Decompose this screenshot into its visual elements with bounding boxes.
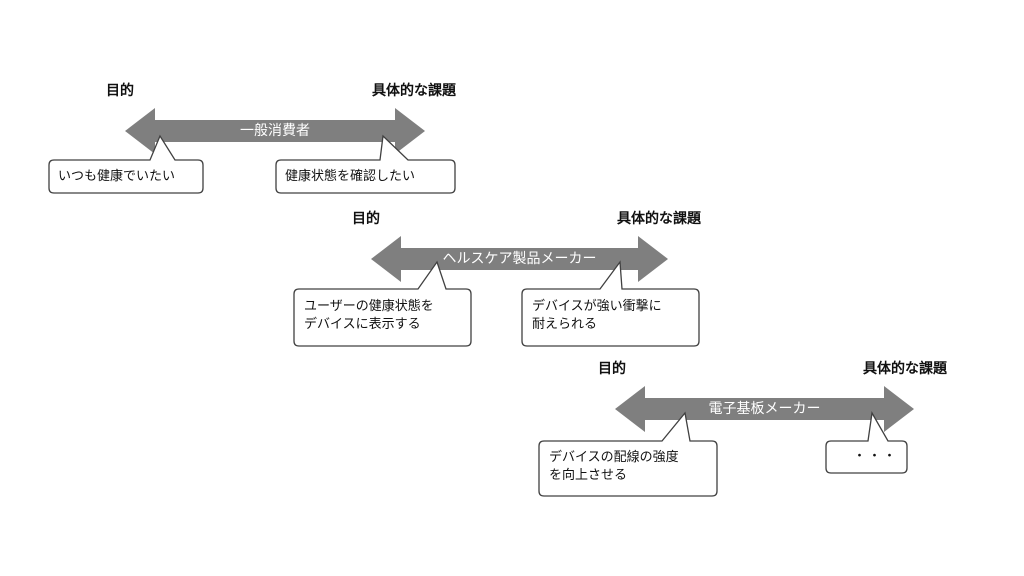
text-line: 耐えられる <box>532 317 598 332</box>
text-line: デバイスが強い衝撃に <box>532 299 662 314</box>
callout-purpose-text: ユーザーの健康状態を デバイスに表示する <box>304 298 434 334</box>
text-line: を向上させる <box>549 468 628 483</box>
text-line: デバイスの配線の強度 <box>549 450 679 465</box>
callout-purpose-text: いつも健康でいたい <box>58 169 176 184</box>
text-line: ユーザーの健康状態を <box>304 299 434 314</box>
purpose-label: 目的 <box>598 361 626 377</box>
callout-issue-text: ・・・ <box>853 449 899 464</box>
callout-issue-text: 健康状態を確認したい <box>285 169 416 184</box>
text-line: デバイスに表示する <box>304 317 421 332</box>
arrow-title: 一般消費者 <box>240 123 310 139</box>
purpose-label: 目的 <box>106 83 134 99</box>
callout-issue-text: デバイスが強い衝撃に 耐えられる <box>532 298 662 334</box>
concrete-issue-label: 具体的な課題 <box>372 83 456 99</box>
concrete-issue-label: 具体的な課題 <box>617 211 701 227</box>
arrow-title: 電子基板メーカー <box>708 401 821 417</box>
callout-purpose-text: デバイスの配線の強度 を向上させる <box>549 449 679 485</box>
concrete-issue-label: 具体的な課題 <box>863 361 947 377</box>
purpose-label: 目的 <box>352 211 380 227</box>
arrow-title: ヘルスケア製品メーカー <box>442 251 597 267</box>
